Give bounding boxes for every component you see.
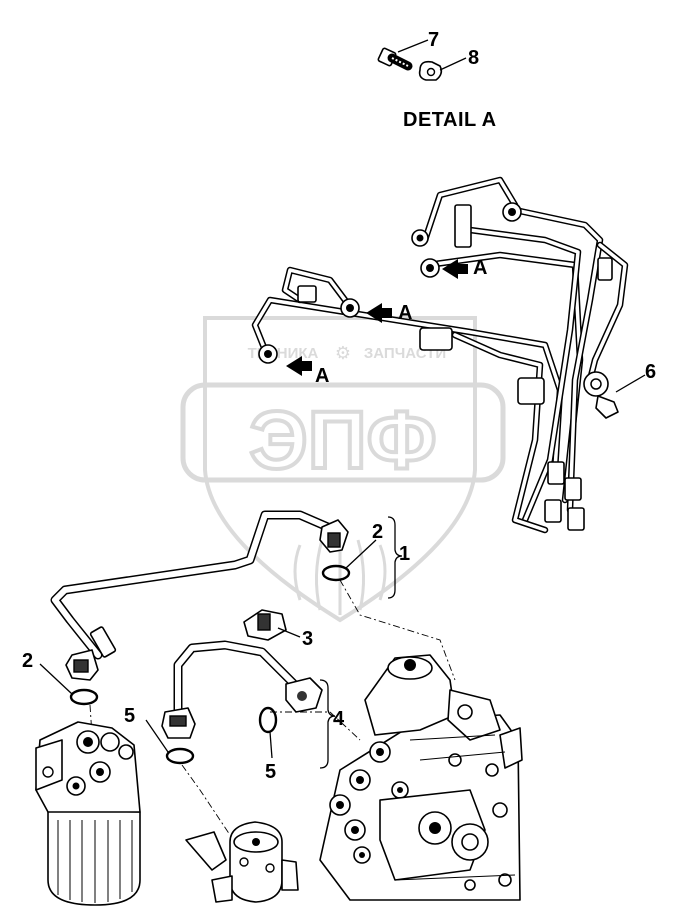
injector-lines — [251, 176, 629, 534]
mounting-bolt — [597, 257, 613, 281]
priming-pump — [185, 821, 299, 903]
part-3-connector: 3 — [243, 609, 313, 650]
watermark-shield — [203, 316, 477, 623]
line-4-right-fitting — [285, 677, 323, 713]
watermark-logo-frame — [180, 382, 506, 483]
part-5-seal-ring-left — [165, 747, 195, 765]
callout-2-top: 2 — [372, 521, 383, 543]
part-4-fuel-line — [161, 640, 323, 739]
line-1-end-fitting — [319, 519, 349, 553]
callout-6: 6 — [645, 361, 656, 383]
callout-8: 8 — [468, 47, 479, 69]
line-4-left-fitting — [161, 707, 196, 739]
callout-3: 3 — [302, 628, 313, 650]
nozzle-4 — [502, 202, 522, 222]
pump-outlets — [329, 741, 409, 864]
nozzle-2 — [340, 298, 360, 318]
callout-5-left: 5 — [124, 705, 135, 727]
callout-7: 7 — [428, 29, 439, 51]
detail-arrow-1: A — [442, 257, 487, 279]
arrow-label-2: A — [398, 302, 412, 324]
part-2-seal-ring-top — [321, 564, 351, 582]
line-end-fittings — [544, 461, 585, 531]
bracket-1 — [387, 516, 403, 599]
bracket-4 — [319, 679, 336, 769]
nozzle-5 — [411, 229, 429, 247]
part-5-seal-ring-right — [258, 706, 278, 734]
watermark-logo-text: ЭПФ — [249, 395, 436, 486]
fuel-filter — [35, 721, 141, 906]
nozzle-3 — [420, 258, 440, 278]
detail-arrow-2: A — [366, 302, 412, 324]
callout-2-left: 2 — [22, 650, 33, 672]
watermark-wheat-icon — [293, 535, 387, 615]
injection-pump — [319, 654, 523, 901]
callout-5-bottom: 5 — [265, 761, 276, 783]
part-6-fitting: 6 — [583, 361, 656, 419]
detail-a-title: DETAIL A — [403, 109, 497, 131]
watermark: ЭПФ ТЕХНИКА ⚙ ЗАПЧАСТИ — [180, 316, 506, 623]
nozzle-1 — [258, 344, 278, 364]
callout-1: 1 — [399, 543, 410, 565]
detail-a-group: 7 8 DETAIL A — [377, 29, 497, 131]
arrow-label-3: A — [315, 365, 329, 387]
part-1-fuel-line — [50, 510, 349, 681]
callout-4: 4 — [333, 708, 345, 730]
line-1-start-fitting — [65, 626, 117, 681]
arrow-label-1: A — [473, 257, 487, 279]
part-2-seal-ring-left — [69, 688, 99, 706]
part-8-clip — [418, 60, 443, 81]
watermark-gear-icon: ⚙ — [335, 343, 351, 363]
part-7-bolt — [377, 47, 413, 71]
detail-arrow-3: A — [286, 356, 329, 387]
